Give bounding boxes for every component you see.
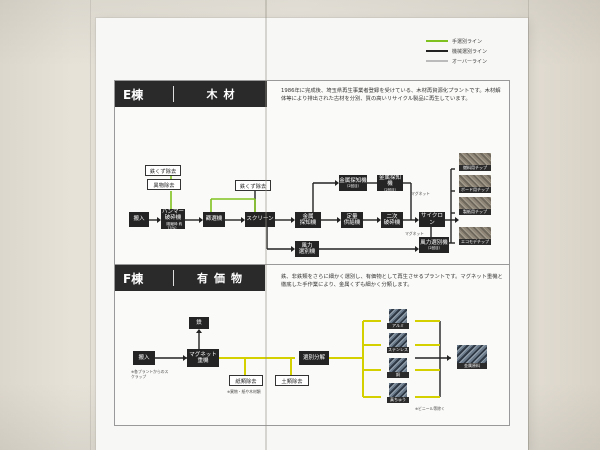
section-name: 有価物 bbox=[197, 272, 248, 285]
wall-seam-center bbox=[265, 0, 267, 450]
section-code: F棟 bbox=[123, 271, 144, 286]
rebar-removal-box: 鉄くず除去 bbox=[145, 165, 181, 176]
legend-item-machine: 機械選別ライン bbox=[426, 46, 526, 56]
wall-seam-left bbox=[90, 0, 91, 450]
section-f-valuables: F棟 有価物 鉄、非鉄類をさらに細かく選別し、有価物として再生させるプラントです… bbox=[114, 264, 510, 426]
node-label: 搬入 bbox=[138, 354, 150, 361]
secondary-crusher-box: 二次 破砕機 bbox=[381, 212, 403, 228]
node-label: 金属探知機 bbox=[378, 174, 401, 188]
metal-image bbox=[389, 309, 407, 323]
node-label: 風力 bbox=[301, 242, 313, 249]
node-label: 鉄くず除去 bbox=[149, 168, 177, 175]
node-label: 二次 bbox=[386, 213, 398, 220]
metal-label: 銅 bbox=[387, 372, 409, 378]
magnet-note: マグネット bbox=[411, 191, 430, 196]
screen-box: スクリーン bbox=[245, 212, 275, 227]
wood-flow-lines bbox=[149, 168, 459, 252]
metal-detector-box: 金属 探知機 bbox=[295, 212, 321, 228]
hammer-crusher-box: ハンマー 破砕機 （粗破砕 約75%） bbox=[161, 208, 185, 230]
legend-label: 機械選別ライン bbox=[452, 48, 488, 55]
node-sublabel: （2回目） bbox=[425, 246, 443, 251]
valuables-flow-lines bbox=[155, 320, 451, 398]
metal-label: アルミ bbox=[387, 323, 409, 329]
product-label: エコモデチップ bbox=[459, 239, 491, 245]
section-name: 木材 bbox=[206, 88, 241, 101]
node-label: 土類除去 bbox=[281, 378, 303, 385]
valuables-intake-box: 搬入 bbox=[133, 351, 155, 365]
product-label: 燃料用チップ bbox=[459, 165, 491, 171]
node-label: 供給機 bbox=[343, 220, 361, 226]
magnet-note: マグネット bbox=[405, 231, 424, 236]
metal-image bbox=[389, 383, 407, 397]
node-label: 鉄 bbox=[196, 319, 202, 326]
node-sublabel: （2回目） bbox=[344, 184, 362, 189]
metal-label: 真ちゅう bbox=[387, 397, 409, 403]
node-label: 金属探知機 bbox=[339, 177, 367, 184]
quant-feeder-box: 定量 供給機 bbox=[341, 212, 363, 228]
product-label: 製紙用チップ bbox=[459, 209, 491, 215]
node-label: 選別機 bbox=[298, 249, 316, 255]
node-label: 篩選機 bbox=[205, 216, 223, 223]
node-label: 定量 bbox=[346, 213, 358, 220]
metal-detector-3rd-box: 金属探知機 （2回目） bbox=[377, 174, 403, 192]
section-description: 1986年に完成後、埼玉県再生事業者登録を受けている、木材再資源化プラントです。… bbox=[281, 88, 501, 102]
metal-image bbox=[389, 333, 407, 347]
section-e-header: E棟 木材 bbox=[115, 81, 267, 107]
legend: 手選別ライン 機械選別ライン オーバーライン bbox=[426, 36, 526, 66]
sort-decompose-box: 選別分解 bbox=[299, 351, 329, 365]
node-label: 鉄くず除去 bbox=[239, 183, 267, 190]
node-label: サイクロン bbox=[421, 213, 443, 226]
node-label: 選別分解 bbox=[302, 354, 325, 361]
paper-note: ※異物・紙や木材類 bbox=[227, 389, 261, 394]
metal-output-image bbox=[457, 345, 487, 363]
soil-removal-box: 土類除去 bbox=[275, 375, 309, 386]
node-label: ハンマー bbox=[161, 208, 184, 215]
node-label: 風力選別機 bbox=[420, 239, 448, 246]
sorter-box: 篩選機 bbox=[203, 212, 225, 227]
flow-chart-poster: 手選別ライン 機械選別ライン オーバーライン E棟 木材 1986年に完成後、埼… bbox=[96, 18, 528, 450]
wind-sorter-box: 風力 選別機 bbox=[295, 241, 319, 257]
legend-label: 手選別ライン bbox=[452, 38, 483, 45]
node-label: 金属 bbox=[302, 213, 314, 220]
node-label: マグネット bbox=[189, 351, 217, 358]
header-divider bbox=[173, 270, 174, 286]
node-label: 重機 bbox=[197, 358, 209, 364]
other-note: ※ビニール等除く bbox=[415, 406, 445, 411]
magnet-machine-box: マグネット 重機 bbox=[187, 349, 219, 367]
node-label: 探知機 bbox=[299, 220, 317, 226]
section-e-wood: E棟 木材 1986年に完成後、埼玉県再生事業者登録を受けている、木材再資源化プ… bbox=[114, 80, 510, 266]
foreign-removal-box: 異物除去 bbox=[147, 179, 181, 190]
rebar-removal2-box: 鉄くず除去 bbox=[235, 180, 271, 191]
header-divider bbox=[173, 86, 174, 102]
node-sublabel: （2回目） bbox=[381, 187, 399, 192]
node-label: 異物除去 bbox=[153, 182, 175, 189]
node-sublabel: （粗破砕 約75%） bbox=[163, 221, 183, 230]
intake-note: ※各プラントからのスクラップ bbox=[131, 369, 169, 379]
node-label: 紙類除去 bbox=[235, 378, 257, 385]
metal-image bbox=[389, 358, 407, 372]
paper-removal-box: 紙類除去 bbox=[229, 375, 263, 386]
wind-sorter-2nd-box: 風力選別機 （2回目） bbox=[419, 237, 449, 253]
node-label: 破砕機 bbox=[164, 215, 182, 221]
node-label: 破砕機 bbox=[383, 220, 401, 226]
node-label: スクリーン bbox=[246, 216, 274, 223]
legend-swatch-over bbox=[426, 60, 448, 62]
metal-label: ステンレス bbox=[387, 347, 409, 353]
section-code: E棟 bbox=[123, 87, 144, 102]
legend-label: オーバーライン bbox=[452, 58, 487, 65]
metal-detector-2nd-box: 金属探知機 （2回目） bbox=[339, 175, 367, 191]
section-f-header: F棟 有価物 bbox=[115, 265, 265, 291]
node-label: 搬入 bbox=[133, 216, 145, 223]
cyclone-box: サイクロン bbox=[419, 212, 445, 227]
legend-item-over: オーバーライン bbox=[426, 56, 526, 66]
wall-seam-right bbox=[528, 0, 529, 450]
wood-intake-box: 搬入 bbox=[129, 212, 149, 227]
section-description: 鉄、非鉄類をさらに細かく選別し、有価物として再生させるプラントです。マグネット重… bbox=[281, 274, 503, 288]
legend-swatch-machine bbox=[426, 50, 448, 52]
legend-swatch-hand bbox=[426, 40, 448, 42]
product-label: ボード用チップ bbox=[459, 187, 491, 193]
output-label: 金属原料 bbox=[457, 363, 487, 369]
legend-item-hand: 手選別ライン bbox=[426, 36, 526, 46]
iron-output-box: 鉄 bbox=[189, 317, 209, 329]
